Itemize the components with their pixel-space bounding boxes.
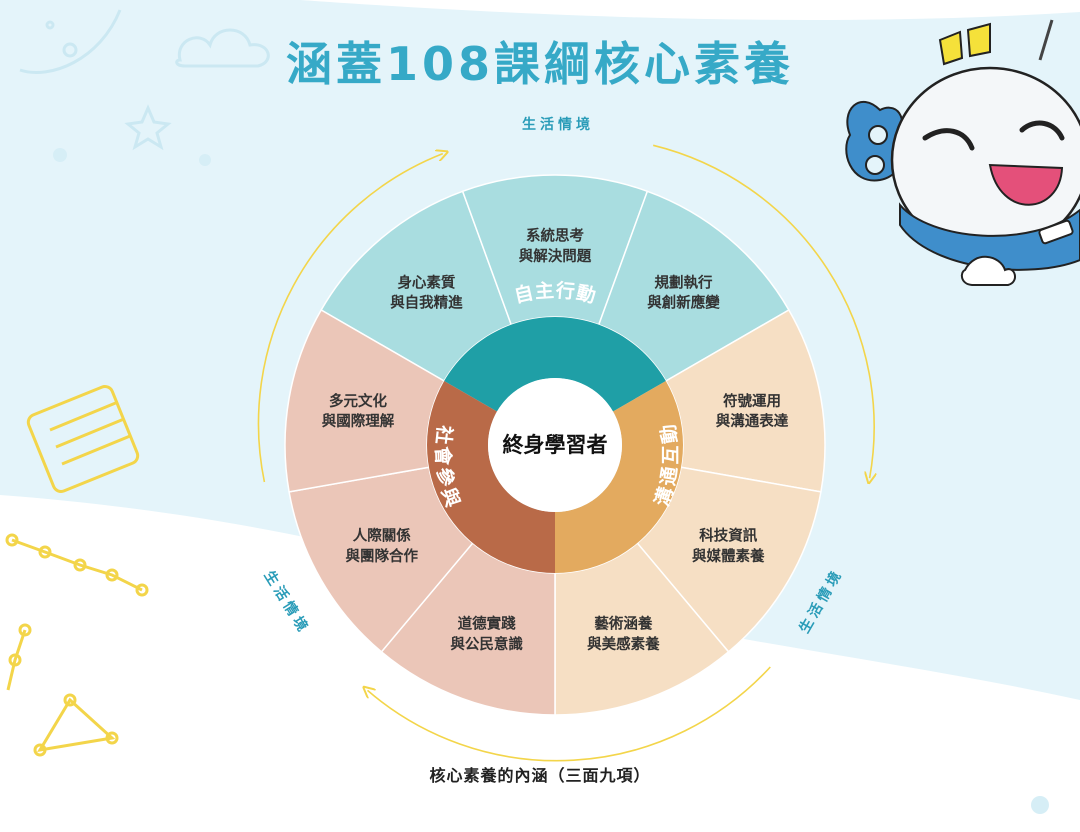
dot-doodle-icon: [53, 148, 67, 162]
competency-label-line2: 與國際理解: [322, 412, 395, 430]
competency-label-line1: 藝術涵養: [594, 614, 652, 632]
cloud-doodle-icon: [175, 28, 270, 68]
dimension-core-communication: [555, 381, 683, 573]
diagram-caption: 核心素養的內涵（三面九項）: [429, 766, 651, 785]
competency-segments: [284, 174, 826, 716]
competency-label-line2: 與美感素養: [587, 635, 660, 653]
competency-label: 系統思考與解決問題: [519, 227, 592, 265]
competency-labels: 身心素質與自我精進 系統思考與解決問題規劃執行與創新應變符號運用與溝通表達科技資訊…: [322, 227, 789, 653]
context-label-top: 生活情境: [522, 116, 594, 133]
context-arrow-bottom: [368, 666, 771, 762]
dot-doodle-icon: [199, 154, 211, 166]
competency-label-line2: 與媒體素養: [692, 547, 765, 565]
competency-label-line2: 與溝通表達: [716, 412, 789, 430]
competency-label-line1: 科技資訊: [699, 527, 757, 545]
competency-label-line1: 身心素質: [397, 273, 455, 291]
context-arrow-top: [257, 154, 442, 483]
moon-doodle-icon: [19, 9, 122, 74]
competency-label-line2: 與創新應變: [647, 294, 720, 312]
triangle-doodle-icon: [33, 693, 119, 757]
competency-label: 符號運用與溝通表達: [716, 392, 789, 430]
competency-label: 道德實踐與公民意識: [450, 614, 523, 652]
robot-mascot-icon: [845, 19, 1080, 286]
star-doodle-icon: [124, 104, 172, 151]
competency-label: 身心素質與自我精進: [390, 273, 463, 311]
dimension-core-autonomous: [444, 317, 666, 412]
competency-label-line2: 與解決問題: [519, 247, 592, 265]
competency-label-line1: 道德實踐: [458, 614, 516, 632]
context-label-right: 生活情境: [796, 565, 847, 636]
dot-doodle-icon: [1031, 796, 1049, 814]
competency-label: 科技資訊與媒體素養: [692, 527, 765, 565]
dimension-cores: [427, 317, 683, 573]
page-title: 涵蓋108課綱核心素養: [285, 37, 795, 91]
center-label: 終身學習者: [503, 433, 608, 457]
competency-label: 多元文化與國際理解: [322, 392, 395, 430]
competency-label: 人際關係與團隊合作: [346, 527, 419, 565]
competency-label-line1: 多元文化: [329, 392, 387, 410]
competency-label: 藝術涵養與美感素養: [587, 614, 660, 652]
competency-label-line2: 與團隊合作: [346, 547, 419, 565]
competency-label-line1: 規劃執行: [655, 273, 713, 291]
competency-label-line1: 人際關係: [353, 527, 411, 545]
abacus-doodle-icon: [26, 385, 140, 493]
context-label-left: 生活情境: [261, 568, 314, 638]
competency-label: 規劃執行與創新應變: [647, 273, 720, 311]
competency-label-line2: 與公民意識: [450, 635, 523, 653]
competency-label-line1: 系統思考: [526, 227, 584, 245]
competency-label-line2: 與自我精進: [390, 294, 463, 312]
context-arrow-right: [653, 144, 874, 478]
center-circle: [488, 378, 622, 512]
competency-label-line1: 符號運用: [723, 392, 781, 410]
dimension-core-social: [427, 381, 555, 573]
chain-doodle-icon: [5, 533, 149, 691]
